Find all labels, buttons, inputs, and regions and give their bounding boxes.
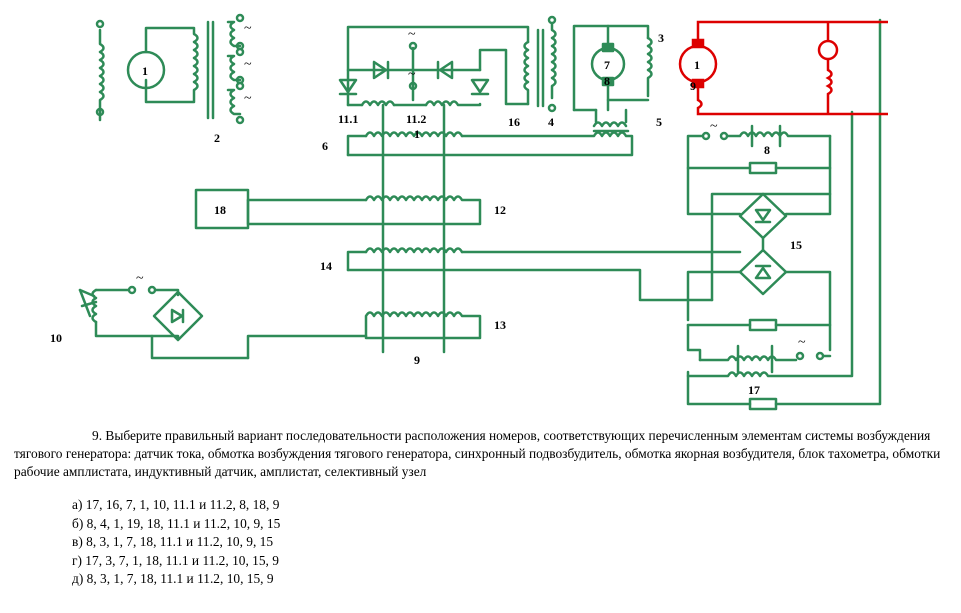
selective-node-10 [78,285,204,342]
excitation-system-schematic: 1 2 ~ ~ ~ ~ ~ 11.1 11.2 1 16 4 7 8 3 5 6… [50,13,888,411]
winding-block-2 [206,13,245,125]
label-motor-7: 7 [604,58,610,72]
generator-1-left [95,19,199,122]
block-18 [194,188,250,230]
label-12: 12 [494,203,506,217]
answer-option-a[interactable]: а) 17, 16, 7, 1, 10, 11.1 и 11.2, 8, 18,… [72,497,280,512]
question-text: 9. Выберите правильный вариант последова… [14,428,941,479]
label-10: 10 [50,331,62,345]
label-15: 15 [790,238,802,252]
answer-option-c[interactable]: в) 8, 3, 1, 7, 18, 11.1 и 11.2, 10, 9, 1… [72,534,274,549]
answer-option-b[interactable]: б) 8, 4, 1, 19, 18, 11.1 и 11.2, 10, 9, … [72,515,281,531]
label-gen1-left: 1 [142,64,148,78]
subexciter-7 [572,24,653,133]
label-1-sub: 1 [414,127,420,141]
label-13: 13 [494,318,506,332]
label-gen1-right: 1 [694,58,700,72]
tilde-8: ~ [798,335,806,350]
answer-option-d[interactable]: г) 17, 3, 7, 1, 18, 11.1 и 11.2, 10, 15,… [72,552,279,568]
tilde-1: ~ [244,21,252,36]
amplistat-assembly [686,18,882,411]
label-11-2: 11.2 [406,112,426,126]
tilde-4: ~ [408,27,416,42]
label-17: 17 [748,383,760,397]
label-gen1-right-sub: 9 [690,79,696,93]
tilde-7: ~ [136,271,144,286]
label-8: 8 [764,143,770,157]
label-9: 9 [414,353,420,367]
tilde-2: ~ [244,57,252,72]
tilde-5: ~ [408,67,416,82]
label-14: 14 [320,259,332,273]
tilde-6: ~ [710,119,718,134]
label-6: 6 [322,139,328,153]
label-11-1: 11.1 [338,112,358,126]
label-motor-7-sub: 8 [604,74,610,88]
winding-4 [547,15,557,113]
label-2: 2 [214,131,220,145]
label-box-18: 18 [214,203,226,217]
label-5: 5 [656,115,662,129]
traction-generator-circuit [678,20,888,116]
answer-option-e[interactable]: д) 8, 3, 1, 7, 18, 11.1 и 11.2, 10, 15, … [72,571,274,586]
answer-options: а) 17, 16, 7, 1, 10, 11.1 и 11.2, 8, 18,… [72,496,280,589]
label-3: 3 [658,31,664,45]
rectifier-bridge-11 [338,25,530,107]
label-16: 16 [508,115,520,129]
label-4: 4 [548,115,554,129]
amplistat-windings [150,103,742,360]
diagram-labels: 1 2 ~ ~ ~ ~ ~ 11.1 11.2 1 16 4 7 8 3 5 6… [50,21,806,397]
question-block: 9. Выберите правильный вариант последова… [14,427,954,481]
tilde-3: ~ [244,91,252,106]
winding-16 [523,28,545,108]
